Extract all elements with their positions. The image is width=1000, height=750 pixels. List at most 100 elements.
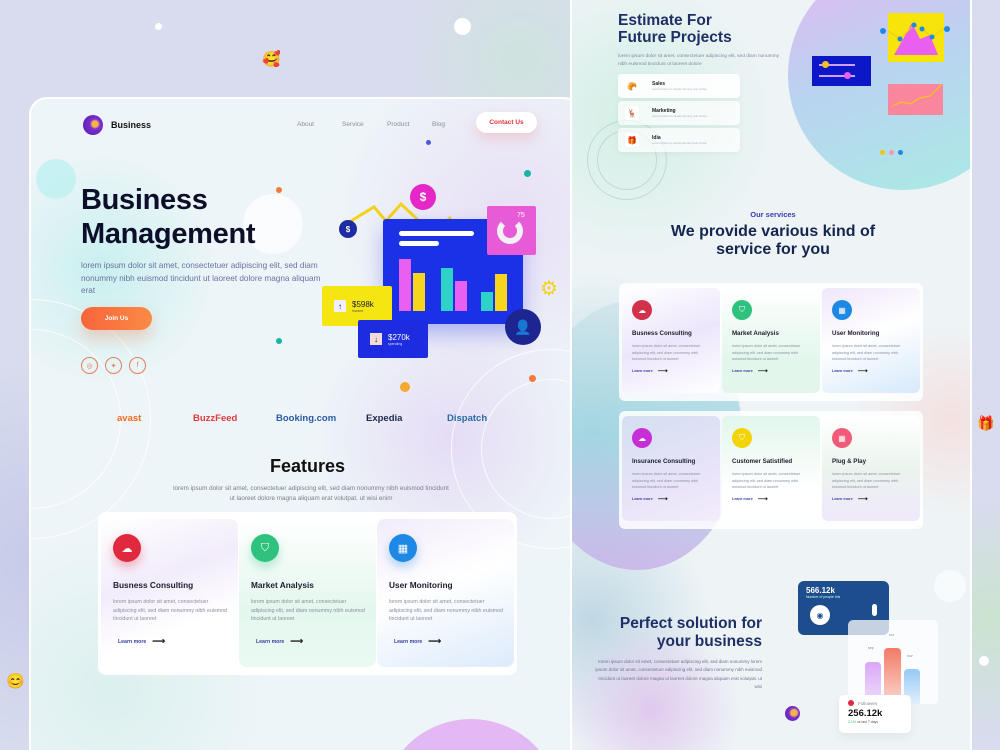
decor-dot [529, 375, 536, 382]
landing-page-right: Estimate For Future Projects lorem ipsum… [570, 0, 972, 750]
decor-dot [155, 23, 162, 30]
service-card: ☁ Insurance Consulting lorem ipsum dolor… [622, 416, 720, 521]
logo-buzzfeed: BuzzFeed [193, 413, 238, 424]
arrow-right-icon: ⟶ [657, 368, 668, 375]
dollar-coin-icon: $ [339, 220, 357, 238]
nav-product[interactable]: Product [387, 121, 410, 128]
instagram-icon[interactable]: ◎ [81, 357, 98, 374]
arrow-right-icon: ⟶ [290, 636, 304, 646]
service-card: ▦ Plug & Play lorem ipsum dolor sit amet… [822, 416, 920, 521]
features-description: lorem ipsum dolor sit amet, consectetuer… [173, 485, 449, 502]
learn-more-link[interactable]: Learn more⟶ [118, 636, 166, 646]
learn-more-link[interactable]: Learn more⟶ [832, 368, 868, 375]
cloud-upload-icon: ☁ [632, 428, 652, 448]
carousel-dot[interactable] [889, 150, 894, 155]
logo-booking: Booking.com [276, 413, 337, 424]
area-chart-card [887, 13, 947, 62]
carousel-dot[interactable] [898, 150, 903, 155]
user-avatar-icon: 👤 [505, 309, 541, 345]
camera-icon: ◉ [810, 605, 830, 625]
solution-title: Perfect solution for your business [619, 615, 762, 650]
arrow-right-icon: ⟶ [657, 496, 668, 503]
nav-about[interactable]: About [297, 121, 314, 128]
join-us-button[interactable]: Join Us [81, 307, 152, 330]
donut-icon [497, 218, 523, 244]
decor-circle [36, 159, 76, 199]
arrow-right-icon: ⟶ [857, 496, 868, 503]
santa-emoji-icon: 🥰 [262, 51, 281, 68]
feature-card: ▦ User Monitoring lorem ipsum dolor sit … [377, 519, 514, 667]
shield-icon: ⛉ [732, 428, 752, 448]
cloud-download-icon: ☁ [632, 300, 652, 320]
decor-dot [454, 18, 471, 35]
nav-blog[interactable]: Blog [432, 121, 446, 128]
service-card: ▦ User Monitoring lorem ipsum dolor sit … [822, 288, 920, 393]
decor-dot [524, 170, 531, 177]
grid-icon: ▦ [389, 534, 417, 562]
solution-description: lorem ipsum dolor sit amet, consectetuer… [595, 659, 762, 689]
arrow-right-icon: ⟶ [428, 636, 442, 646]
twitter-icon[interactable]: ✦ [105, 357, 122, 374]
learn-more-link[interactable]: Learn more⟶ [632, 496, 668, 503]
hero-description: lorem ipsum dolor sit amet, consectetuer… [81, 261, 321, 295]
main-nav: About Service Product Blog [297, 121, 477, 128]
contact-us-button[interactable]: Contact Us [476, 112, 537, 133]
services-row-2: ☁ Insurance Consulting lorem ipsum dolor… [619, 411, 923, 529]
grid-icon: ▦ [832, 300, 852, 320]
brand-name: Business [111, 120, 152, 130]
decor-circle [934, 570, 966, 602]
donut-chart-card: 75 [487, 206, 536, 255]
decor-dot [276, 187, 282, 193]
shield-icon: ⛉ [732, 300, 752, 320]
marketing-icon: 🦌 [625, 106, 639, 120]
arrow-right-icon: ⟶ [757, 368, 768, 375]
logo-dispatch: Dispatch [447, 413, 488, 424]
learn-more-link[interactable]: Learn more⟶ [632, 368, 668, 375]
reindeer-emoji-icon: 🎁 [977, 415, 995, 431]
facebook-icon[interactable]: f [129, 357, 146, 374]
logo-expedia: Expedia [366, 413, 403, 424]
features-panel: ☁ Busness Consulting lorem ipsum dolor s… [98, 512, 517, 675]
idea-icon: 🎁 [625, 133, 639, 147]
arrow-right-icon: ⟶ [757, 496, 768, 503]
learn-more-link[interactable]: Learn more⟶ [732, 368, 768, 375]
decor-circle [243, 194, 303, 254]
logo-avast: avast [117, 413, 142, 424]
decor-orb [381, 719, 561, 750]
learn-more-link[interactable]: Learn more⟶ [732, 496, 768, 503]
line-chart-card [888, 83, 943, 115]
service-card: ☁ Busness Consulting lorem ipsum dolor s… [622, 288, 720, 393]
learn-more-link[interactable]: Learn more⟶ [394, 636, 442, 646]
estimate-description: lorem ipsum dolor sit amet, consectetuer… [618, 54, 780, 67]
landing-page-left: Business About Service Product Blog Cont… [29, 97, 582, 750]
income-card: ↑ $598k income [322, 286, 392, 326]
sales-icon: 🥐 [625, 79, 639, 93]
cloud-download-icon: ☁ [113, 534, 141, 562]
learn-more-link[interactable]: Learn more⟶ [256, 636, 304, 646]
learn-more-link[interactable]: Learn more⟶ [832, 496, 868, 503]
heart-icon [848, 700, 854, 706]
carousel-dot[interactable] [880, 150, 885, 155]
followers-widget: Followers 256.12k 2.1% vs last 7 days [839, 695, 911, 733]
emoji-sticker-icon: 😊 [6, 673, 25, 690]
service-card: ⛉ Customer Satistified lorem ipsum dolor… [722, 416, 820, 521]
decor-dot [276, 338, 282, 344]
decor-dot [400, 382, 410, 392]
arrow-down-icon: ↓ [370, 333, 382, 345]
hero-title: Business Management [81, 184, 256, 250]
feature-card: ☁ Busness Consulting lorem ipsum dolor s… [101, 519, 238, 667]
brand-logo-icon [83, 115, 103, 135]
monthly-bar-widget: sep oct nov [848, 620, 938, 704]
feature-card: ⛉ Market Analysis lorem ipsum dolor sit … [239, 519, 376, 667]
brand-logo-icon [785, 706, 800, 721]
arrow-up-icon: ↑ [334, 300, 346, 312]
spending-card: ↓ $270k spending [358, 320, 428, 358]
arrow-right-icon: ⟶ [152, 636, 166, 646]
services-row-1: ☁ Busness Consulting lorem ipsum dolor s… [619, 283, 923, 401]
nav-service[interactable]: Service [342, 121, 364, 128]
services-kicker: Our services [750, 210, 796, 219]
brand[interactable]: Business [83, 115, 151, 135]
